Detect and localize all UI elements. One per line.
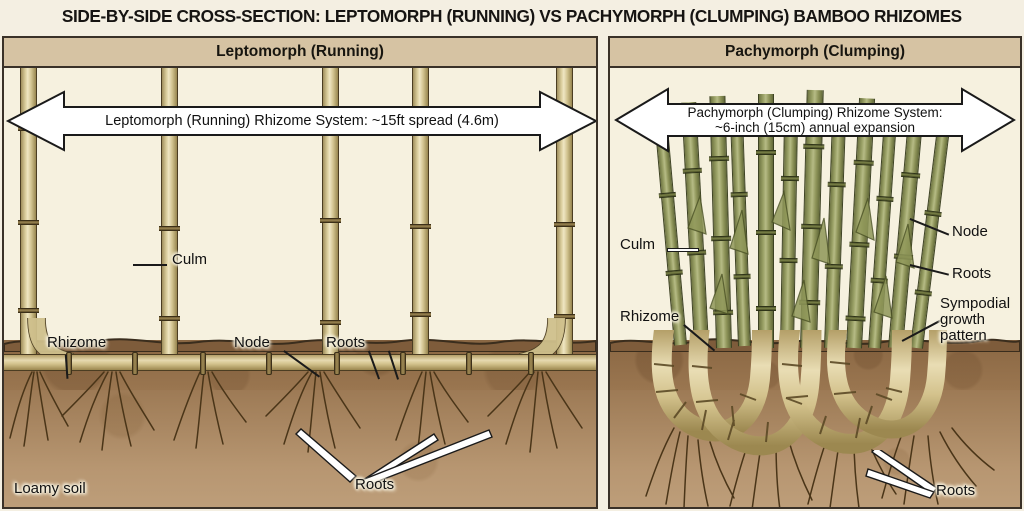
ground-surface-line [4, 338, 596, 352]
panel-leptomorph: Leptomorph (Running) [2, 36, 598, 509]
culm-cluster-6-node-1 [780, 175, 800, 182]
label-node-right: Node [952, 223, 988, 240]
diagram-title-text: SIDE-BY-SIDE CROSS-SECTION: LEPTOMORPH (… [62, 5, 962, 26]
rhizome-node-6 [400, 352, 406, 375]
root-clusters-left [9, 371, 583, 453]
label-roots-upper-left: Roots [326, 334, 366, 351]
label-roots-bottom-right: Roots [936, 482, 976, 499]
panel-leptomorph-header: Leptomorph (Running) [4, 38, 596, 68]
panel-pachymorph-header: Pachymorph (Clumping) [610, 38, 1020, 68]
culm-4-node-3 [410, 312, 431, 317]
rhizome-sympodial-cluster [651, 330, 947, 456]
culm-5-body [556, 68, 573, 368]
label-culm-left: Culm [172, 251, 208, 268]
culm-2 [159, 68, 180, 368]
label-culm-right: Culm [620, 236, 656, 253]
label-node-left: Node [234, 334, 270, 351]
label-rhizome-left: Rhizome [47, 334, 107, 351]
culm-1-node-3 [18, 308, 39, 313]
panel-pachymorph: Pachymorph (Clumping) [608, 36, 1022, 509]
rhizome-node-8 [528, 352, 534, 375]
label-roots-lower-left: Roots [355, 476, 395, 493]
culm-5-node-2 [554, 222, 575, 227]
rhizome-node-4 [266, 352, 272, 375]
culm-4-body [412, 68, 429, 368]
label-roots-right: Roots [952, 265, 992, 282]
leader-culm-right [668, 249, 698, 251]
roots-bottom-arrows-right [865, 450, 939, 499]
rhizome-node-2 [132, 352, 138, 375]
label-loamy-soil: Loamy soil [14, 480, 86, 497]
rhizome-node-7 [466, 352, 472, 375]
leader-culm-left [133, 264, 167, 266]
rhizome-node-5 [334, 352, 340, 375]
culm-3-node-2 [320, 218, 341, 223]
culm-2-body [161, 68, 178, 368]
culm-cluster-9-node-1 [853, 159, 874, 166]
culm-5 [554, 68, 575, 368]
label-rhizome-right: Rhizome [620, 308, 680, 325]
culm-cluster-5-node-2 [756, 230, 776, 235]
pachymorph-scene: Pachymorph (Clumping) Rhizome System: ~6… [610, 68, 1020, 507]
diagram-title: SIDE-BY-SIDE CROSS-SECTION: LEPTOMORPH (… [0, 0, 1024, 32]
leaf-sheaths [687, 189, 915, 323]
leptomorph-scene: Leptomorph (Running) Rhizome System: ~15… [4, 68, 596, 507]
culm-cluster-2-node-1 [682, 167, 702, 174]
panel-leptomorph-header-text: Leptomorph (Running) [216, 43, 384, 60]
culm-1 [18, 68, 39, 368]
culm-2-node-3 [159, 316, 180, 321]
pachymorph-spread-arrow: Pachymorph (Clumping) Rhizome System: ~6… [614, 86, 1016, 154]
culm-3-node-3 [320, 320, 341, 325]
culm-cluster-3-node-1 [708, 155, 730, 162]
panel-pachymorph-header-text: Pachymorph (Clumping) [725, 43, 905, 60]
culm-cluster-5-node-1 [756, 150, 776, 155]
leptomorph-spread-arrow: Leptomorph (Running) Rhizome System: ~15… [5, 90, 596, 152]
culm-cluster-8-node-1 [827, 181, 846, 188]
culm-1-node-2 [18, 220, 39, 225]
rhizome-node-3 [200, 352, 206, 375]
label-sympodial-right: Sympodial growth pattern [940, 295, 1011, 344]
culm-1-body [20, 68, 37, 368]
culm-2-node-2 [159, 226, 180, 231]
culm-cluster-5-node-3 [756, 306, 776, 311]
culm-4-node-2 [410, 224, 431, 229]
roots-lower-arrows-left [294, 428, 493, 487]
